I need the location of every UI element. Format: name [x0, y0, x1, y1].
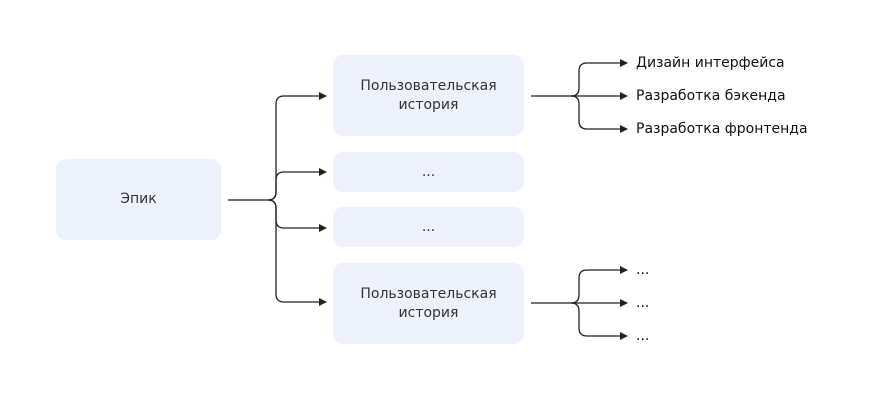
task-label: ...	[636, 262, 650, 278]
epic-box: Эпик	[56, 159, 221, 240]
story-box: Пользовательская история	[333, 263, 524, 344]
arrow-to-story-4	[267, 199, 327, 306]
story-label: ...	[421, 163, 436, 180]
story-label: Пользовательская история	[360, 285, 497, 321]
story-box: ...	[333, 207, 524, 247]
story-box: ...	[333, 152, 524, 192]
task-label: Разработка бэкенда	[636, 88, 786, 104]
task-label: Разработка фронтенда	[636, 121, 808, 137]
task-label: Дизайн интерфейса	[636, 55, 785, 71]
arrow-to-story-2	[267, 168, 327, 201]
story-label: Пользовательская история	[360, 77, 497, 113]
story-label: ...	[421, 218, 436, 235]
story-box: Пользовательская история	[333, 55, 524, 136]
task-label: ...	[636, 328, 650, 344]
task-label: ...	[636, 295, 650, 311]
epic-label: Эпик	[120, 191, 157, 207]
arrow-to-story-1	[228, 92, 327, 201]
arrow-to-story-3	[267, 199, 327, 232]
